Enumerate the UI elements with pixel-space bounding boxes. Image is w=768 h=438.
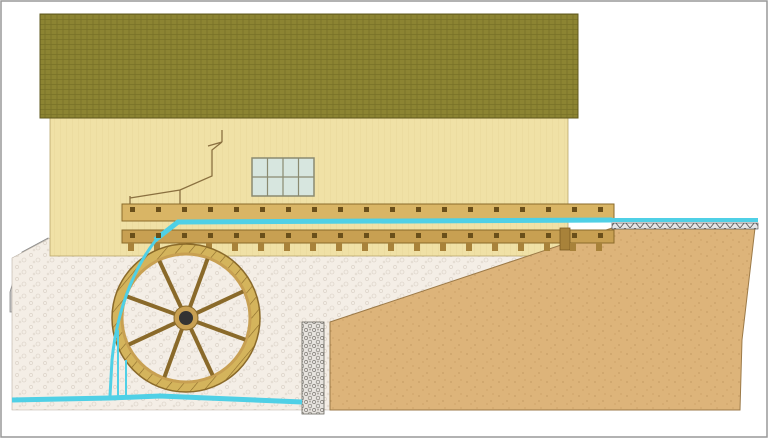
flume-post xyxy=(544,243,550,251)
roof xyxy=(39,13,579,119)
flume-bolt xyxy=(182,207,187,212)
flume-bolt xyxy=(364,233,369,238)
flume-post xyxy=(518,243,524,251)
flume-bolt xyxy=(208,207,213,212)
flume-bolt xyxy=(390,233,395,238)
flume-bolt xyxy=(442,233,447,238)
flume-bolt xyxy=(468,233,473,238)
flume-bolt xyxy=(442,207,447,212)
water-wheel xyxy=(111,243,261,393)
tailrace-water xyxy=(11,393,303,405)
flume-bolt xyxy=(260,207,265,212)
flume-post xyxy=(258,243,264,251)
flume-bolt xyxy=(286,233,291,238)
flume-bolt xyxy=(286,207,291,212)
flume-bolt xyxy=(416,207,421,212)
flume-bolt xyxy=(208,233,213,238)
flume-bolt xyxy=(338,233,343,238)
flume-bolt xyxy=(234,233,239,238)
flume-post xyxy=(284,243,290,251)
falling-water xyxy=(108,239,158,397)
gravel-wall xyxy=(301,321,325,415)
window xyxy=(251,157,315,197)
flume-bolt xyxy=(156,207,161,212)
wheel-hub xyxy=(179,311,193,325)
flume-bolt xyxy=(598,207,603,212)
flume-bolt xyxy=(364,207,369,212)
flume-post xyxy=(128,243,134,251)
flume-post xyxy=(466,243,472,251)
flume-bolt xyxy=(156,233,161,238)
flume-bolt xyxy=(312,233,317,238)
flume-bolt xyxy=(546,207,551,212)
flume-bolt xyxy=(546,233,551,238)
flume-post xyxy=(362,243,368,251)
flume-bolt xyxy=(338,207,343,212)
flume-post xyxy=(336,243,342,251)
water-channel xyxy=(153,217,759,242)
flume-bolt xyxy=(494,233,499,238)
flume-bolt xyxy=(572,207,577,212)
flume-post xyxy=(232,243,238,251)
flume-bolt xyxy=(234,207,239,212)
flume-bolt xyxy=(598,233,603,238)
flume-post xyxy=(440,243,446,251)
flume-post xyxy=(310,243,316,251)
flume-bolt xyxy=(260,233,265,238)
flume-post xyxy=(596,243,602,251)
flume-bolt xyxy=(520,207,525,212)
flume-bolt xyxy=(390,207,395,212)
flume-bolt xyxy=(130,233,135,238)
flume-bolt xyxy=(182,233,187,238)
flume-bolt xyxy=(130,207,135,212)
flume-post xyxy=(570,243,576,251)
flume-post xyxy=(414,243,420,251)
flume-bolt xyxy=(520,233,525,238)
flume-post xyxy=(388,243,394,251)
flume-bolt xyxy=(468,207,473,212)
flume-post xyxy=(492,243,498,251)
flume-bolt xyxy=(494,207,499,212)
flume-bolt xyxy=(416,233,421,238)
flume-bolt xyxy=(572,233,577,238)
flume-bolt xyxy=(312,207,317,212)
flume-bolts xyxy=(128,207,603,251)
flume-post xyxy=(154,243,160,251)
